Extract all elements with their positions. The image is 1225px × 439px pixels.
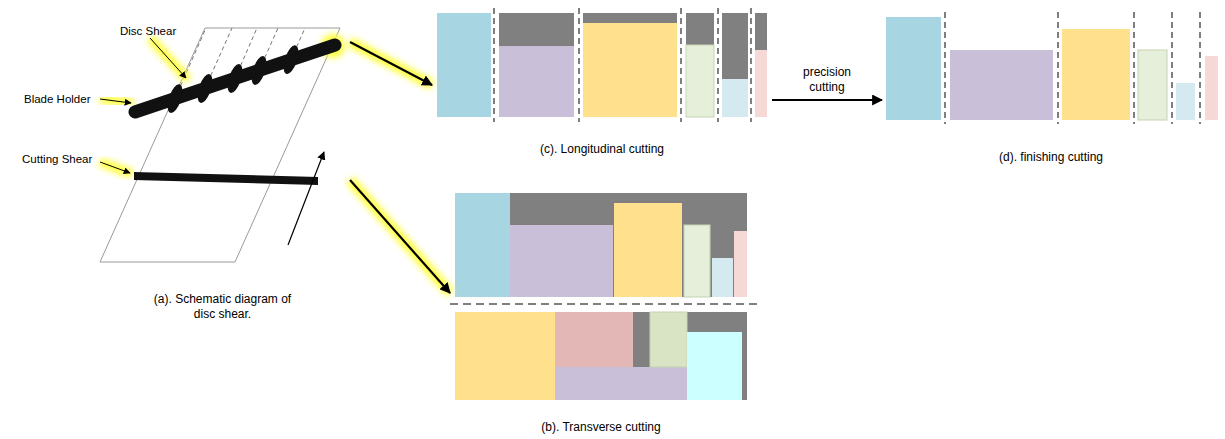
strip-piece [583,23,677,117]
cut-line [1172,12,1173,124]
waste-area [499,13,574,46]
strip-piece [686,45,714,117]
sheet-piece [650,312,687,367]
waste-area [455,312,747,400]
paper-sheet [100,28,340,262]
sheet-piece [510,225,613,297]
waste-area [583,13,677,23]
leader-line [150,38,186,78]
cut-line [945,12,946,124]
flow-arrow [772,99,882,101]
cutting-shear-bar [134,172,318,185]
finished-piece [886,17,941,120]
cut-line [718,8,719,122]
leader-line [100,99,131,103]
disc-blade [249,54,270,86]
figure-panel: (b). Transverse cutting [450,188,752,438]
waste-area [455,193,747,297]
figure-panel: (d). finishing cutting [882,10,1220,170]
highlight-glow [150,38,188,80]
waste-area [722,13,748,79]
feed-direction-arrow [288,152,324,245]
longitudinal-strips [437,8,767,122]
panel-caption: (c). Longitudinal cutting [452,142,752,157]
flow-arrow [350,42,432,85]
sheet-piece [614,203,682,297]
part-label: Disc Shear [120,24,176,38]
waste-area [686,13,714,45]
cut-line [681,8,682,122]
strip-piece [437,13,491,117]
disc-blade [225,62,246,94]
figure-panel: (c). Longitudinal cutting [432,8,772,163]
highlight-glow [100,162,132,174]
cut-line [1134,12,1135,124]
waste-area [755,13,767,50]
sheet-piece [734,231,747,297]
figure-panel: (a). Schematic diagram of disc shear. [95,12,350,334]
sheet-piece [712,258,733,297]
highlight-glow [100,99,133,103]
cut-line [751,8,752,122]
part-label: Blade Holder [24,92,90,106]
finished-piece [1176,83,1195,120]
finished-pieces [886,12,1218,124]
glow-layer [350,42,450,293]
connector-glow [350,42,432,85]
sheet-piece [455,193,510,297]
cut-line [1200,12,1201,124]
disc-blade [281,44,302,76]
panel-caption: (d). finishing cutting [901,150,1201,165]
sheet-piece [455,312,555,400]
strip-piece [499,46,574,117]
sheet-piece [555,367,687,400]
cut-line [494,8,495,122]
connector-glow [350,180,450,293]
transverse-layout [450,193,760,400]
part-label: Cutting Shear [22,152,92,166]
cut-line [450,304,760,305]
arrow-label: precision cutting [791,65,863,95]
cut-line [1058,12,1059,124]
cut-line [579,8,580,122]
panel-caption: (b). Transverse cutting [461,420,741,435]
disc-shear-drawing [100,28,345,262]
strip-piece [722,79,748,117]
disc-blade [195,72,216,104]
panel-caption: (a). Schematic diagram of disc shear. [143,292,303,322]
sheet-piece [687,332,742,400]
edge-layer [350,42,882,293]
finished-piece [1062,29,1130,120]
finished-piece [1205,56,1218,120]
finished-piece [1138,50,1167,120]
sheet-piece [684,225,710,297]
finished-piece [950,50,1053,120]
strip-piece [755,50,767,117]
disc-blade [165,82,186,114]
flow-arrow [350,180,450,293]
sheet-piece [555,312,633,367]
leader-line [100,162,130,173]
